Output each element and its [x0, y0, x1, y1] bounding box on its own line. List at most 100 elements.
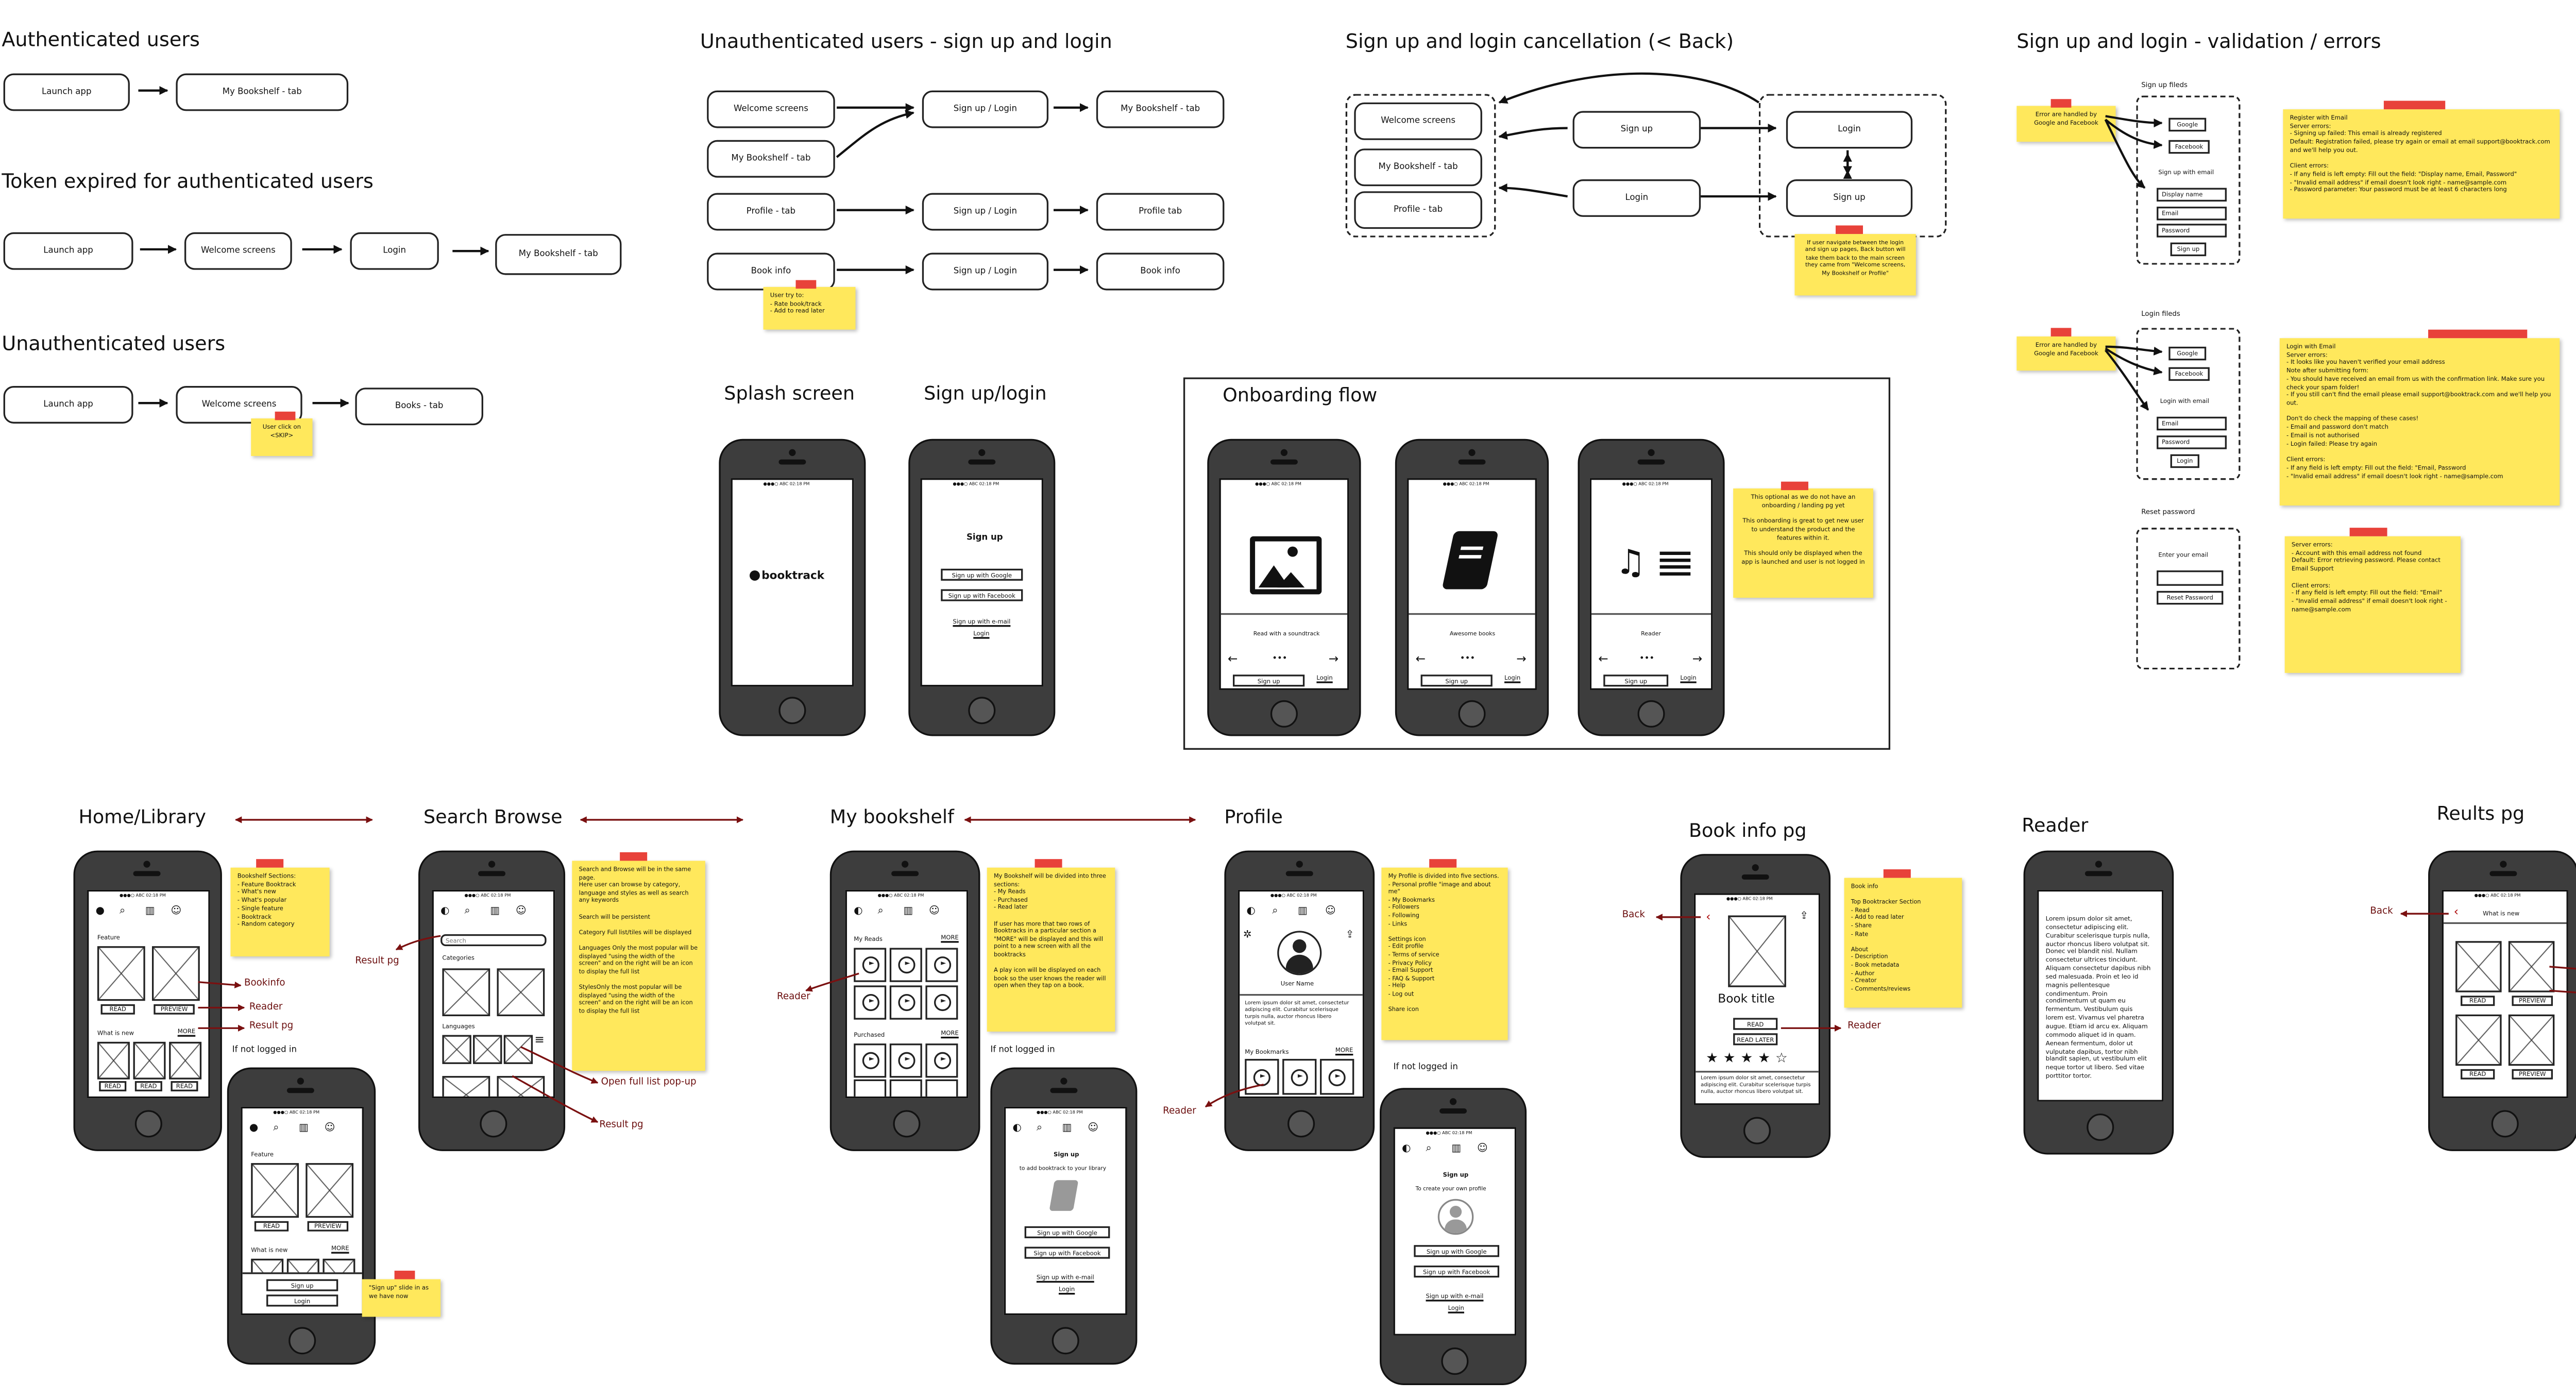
- home-icon[interactable]: ◐: [1012, 1122, 1022, 1134]
- home-icon[interactable]: ●: [95, 905, 105, 917]
- book-cover[interactable]: [97, 1041, 130, 1080]
- menu-icon[interactable]: ≡: [534, 1033, 545, 1047]
- search-icon[interactable]: ⌕: [120, 905, 126, 917]
- login-button[interactable]: Login: [2170, 454, 2199, 468]
- category-tile[interactable]: [442, 968, 490, 1017]
- book-cover[interactable]: [854, 1079, 887, 1097]
- prev-arrow-icon[interactable]: ←: [1598, 652, 1608, 666]
- facebook-button[interactable]: Facebook: [2168, 367, 2210, 381]
- read-button[interactable]: READ: [2461, 1069, 2495, 1080]
- bookshelf-icon[interactable]: ▥: [1062, 1122, 1072, 1134]
- google-button[interactable]: Google: [2168, 117, 2207, 132]
- book-cover[interactable]: [2455, 1014, 2502, 1066]
- next-arrow-icon[interactable]: →: [1328, 652, 1339, 666]
- book-cover[interactable]: [854, 948, 887, 982]
- book-cover[interactable]: [889, 985, 922, 1020]
- signup-facebook-button[interactable]: Sign up with Facebook: [941, 589, 1023, 601]
- preview-button[interactable]: PREVIEW: [307, 1221, 349, 1232]
- home-icon[interactable]: ◐: [1402, 1142, 1411, 1155]
- read-button[interactable]: READ: [254, 1221, 289, 1232]
- bookshelf-icon[interactable]: ▥: [490, 905, 500, 917]
- signup-button[interactable]: Sign up: [1232, 675, 1305, 687]
- next-arrow-icon[interactable]: →: [1692, 652, 1703, 666]
- book-cover[interactable]: [889, 1043, 922, 1078]
- style-tile[interactable]: [442, 1076, 490, 1097]
- back-chevron-icon[interactable]: ‹: [2453, 905, 2459, 919]
- profile-icon[interactable]: ☺: [515, 905, 527, 917]
- bookmark-item[interactable]: [1320, 1058, 1354, 1095]
- login-button[interactable]: Login: [266, 1294, 338, 1307]
- read-button[interactable]: READ: [1733, 1018, 1778, 1030]
- read-button[interactable]: READ: [134, 1081, 162, 1091]
- home-icon[interactable]: ◐: [1246, 905, 1256, 917]
- search-input[interactable]: Search: [440, 934, 547, 947]
- book-cover[interactable]: [889, 1079, 922, 1097]
- google-button[interactable]: Google: [2168, 346, 2207, 361]
- email-field[interactable]: [2157, 570, 2224, 586]
- search-icon[interactable]: ⌕: [1426, 1142, 1432, 1155]
- signup-button[interactable]: Sign up: [1603, 675, 1669, 687]
- password-field[interactable]: Password: [2157, 435, 2227, 449]
- signup-button[interactable]: Sign up: [1420, 675, 1493, 687]
- login-link[interactable]: Login: [1680, 675, 1697, 682]
- home-icon[interactable]: ◐: [854, 905, 863, 917]
- book-cover[interactable]: [133, 1041, 166, 1080]
- email-field[interactable]: Email: [2157, 207, 2227, 221]
- home-icon[interactable]: ●: [249, 1122, 259, 1134]
- bookmark-item[interactable]: [1282, 1058, 1317, 1095]
- bookshelf-icon[interactable]: ▥: [1297, 905, 1308, 917]
- read-later-button[interactable]: READ LATER: [1733, 1033, 1778, 1046]
- signup-google-button[interactable]: Sign up with Google: [1024, 1226, 1110, 1238]
- bookshelf-icon[interactable]: ▥: [1451, 1142, 1462, 1155]
- email-field[interactable]: Email: [2157, 416, 2227, 431]
- search-icon[interactable]: ⌕: [1272, 905, 1278, 917]
- preview-button[interactable]: PREVIEW: [2512, 996, 2553, 1006]
- back-chevron-icon[interactable]: ‹: [1706, 910, 1711, 924]
- login-link[interactable]: Login: [1058, 1286, 1075, 1293]
- login-link[interactable]: Login: [973, 630, 990, 637]
- rating-stars-icon[interactable]: ★★★★☆: [1706, 1050, 1793, 1066]
- book-cover[interactable]: [854, 1043, 887, 1078]
- book-cover[interactable]: [2455, 941, 2502, 992]
- share-icon[interactable]: ⇪: [1800, 910, 1809, 922]
- read-button[interactable]: READ: [100, 1004, 135, 1015]
- read-button[interactable]: READ: [171, 1081, 198, 1091]
- search-icon[interactable]: ⌕: [1036, 1122, 1043, 1134]
- bookshelf-icon[interactable]: ▥: [299, 1122, 309, 1134]
- preview-button[interactable]: PREVIEW: [154, 1004, 195, 1015]
- more-link[interactable]: MORE: [177, 1028, 196, 1035]
- home-icon[interactable]: ◐: [440, 905, 450, 917]
- language-tile[interactable]: [442, 1035, 471, 1064]
- login-link[interactable]: Login: [1316, 675, 1333, 682]
- signup-google-button[interactable]: Sign up with Google: [1414, 1245, 1500, 1257]
- search-icon[interactable]: ⌕: [273, 1122, 279, 1134]
- book-cover[interactable]: [925, 1079, 958, 1097]
- search-icon[interactable]: ⌕: [464, 905, 470, 917]
- book-cover[interactable]: [925, 948, 958, 982]
- signup-google-button[interactable]: Sign up with Google: [941, 568, 1023, 581]
- preview-button[interactable]: PREVIEW: [2512, 1069, 2553, 1080]
- signup-facebook-button[interactable]: Sign up with Facebook: [1414, 1265, 1500, 1278]
- book-cover[interactable]: [854, 985, 887, 1020]
- profile-icon[interactable]: ☺: [171, 905, 182, 917]
- book-cover[interactable]: [169, 1041, 202, 1080]
- next-arrow-icon[interactable]: →: [1516, 652, 1527, 666]
- read-button[interactable]: READ: [2461, 996, 2495, 1006]
- signup-button[interactable]: Sign up: [2170, 242, 2207, 257]
- reset-password-button[interactable]: Reset Password: [2157, 591, 2224, 605]
- login-link[interactable]: Login: [1504, 675, 1521, 682]
- book-cover[interactable]: [306, 1163, 354, 1218]
- book-cover[interactable]: [925, 985, 958, 1020]
- facebook-button[interactable]: Facebook: [2168, 140, 2210, 154]
- settings-icon[interactable]: ✲: [1243, 929, 1252, 941]
- bookshelf-icon[interactable]: ▥: [903, 905, 913, 917]
- more-link[interactable]: MORE: [331, 1245, 349, 1252]
- signup-email-link[interactable]: Sign up with e-mail: [1036, 1274, 1094, 1281]
- signup-email-link[interactable]: Sign up with e-mail: [1426, 1293, 1484, 1300]
- book-cover[interactable]: [2508, 1014, 2555, 1066]
- signup-facebook-button[interactable]: Sign up with Facebook: [1024, 1247, 1110, 1259]
- read-button[interactable]: READ: [99, 1081, 127, 1091]
- password-field[interactable]: Password: [2157, 224, 2227, 238]
- share-icon[interactable]: ⇪: [1345, 929, 1354, 941]
- search-icon[interactable]: ⌕: [877, 905, 884, 917]
